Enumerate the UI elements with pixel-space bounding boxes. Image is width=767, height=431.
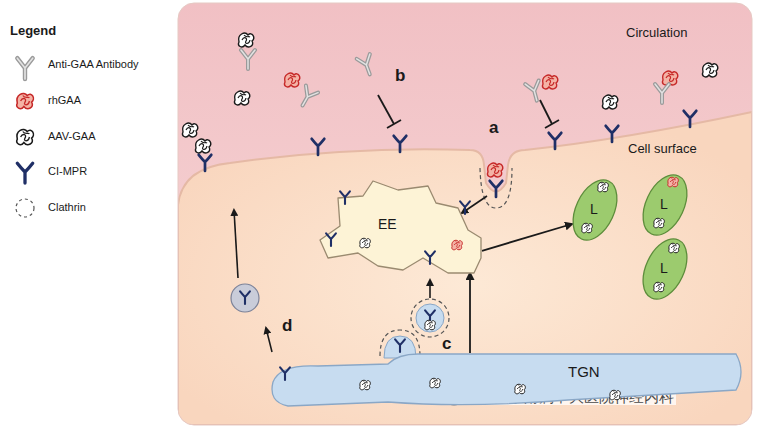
lysosome-outline [564,173,625,247]
node-text: L [660,260,668,276]
endosome-outline [320,181,481,273]
cell-region [178,3,752,425]
step-letter: b [395,66,405,86]
circulation-molecules [183,33,718,137]
legend-text: Clathrin [48,201,86,214]
molecule-icon [280,367,290,380]
legend-heading: Legend [10,24,56,39]
molecule-icon [360,380,371,390]
legend-text: CI-MPR [48,165,87,178]
legend-text: Anti-GAA Antibody [48,58,139,71]
flow-arrow [482,224,572,251]
legend-text: rhGAA [48,94,81,107]
molecule-icon [425,251,435,264]
inhibition-lines [378,95,559,128]
endosome-shape [318,178,483,275]
molecule-icon [598,182,609,192]
molecule-icon [669,243,680,253]
region-label: Circulation [626,26,687,41]
clathrin-pit [462,163,512,213]
node-text: EE [378,216,397,232]
flow-arrow [469,273,471,353]
step-letter: a [489,118,498,138]
molecule-icon [610,390,621,400]
molecule-icon [654,282,665,292]
molecule-icon [654,218,665,228]
golgi-outline [272,354,741,406]
molecule-icon [668,177,679,187]
lysosome: L [570,175,620,245]
lysosome: L [640,234,690,304]
molecule-icon [582,223,593,233]
molecule-icon [460,201,470,214]
membrane-receptors [196,111,697,171]
legend-icons [16,58,34,217]
golgi-tgn-shape [268,352,746,410]
endosome: EE [318,178,483,275]
legend-text: AAV-GAA [48,130,95,143]
molecule-icon [340,191,350,204]
molecule-icon [326,233,336,246]
molecule-icon [452,240,463,250]
lysosome: L [640,170,690,240]
golgi-tgn: TGN [268,352,746,410]
node-text: L [590,201,598,217]
lysosome-outline [634,168,695,242]
node-text: L [660,196,668,212]
molecule-icon [360,238,371,248]
molecule-icon [430,378,441,388]
molecule-icon [515,384,526,394]
lysosome-outline [634,232,695,306]
region-label: Cell surface [628,142,697,157]
node-text: TGN [568,363,600,380]
step-letter: d [282,316,292,336]
step-letter: c [442,334,451,354]
